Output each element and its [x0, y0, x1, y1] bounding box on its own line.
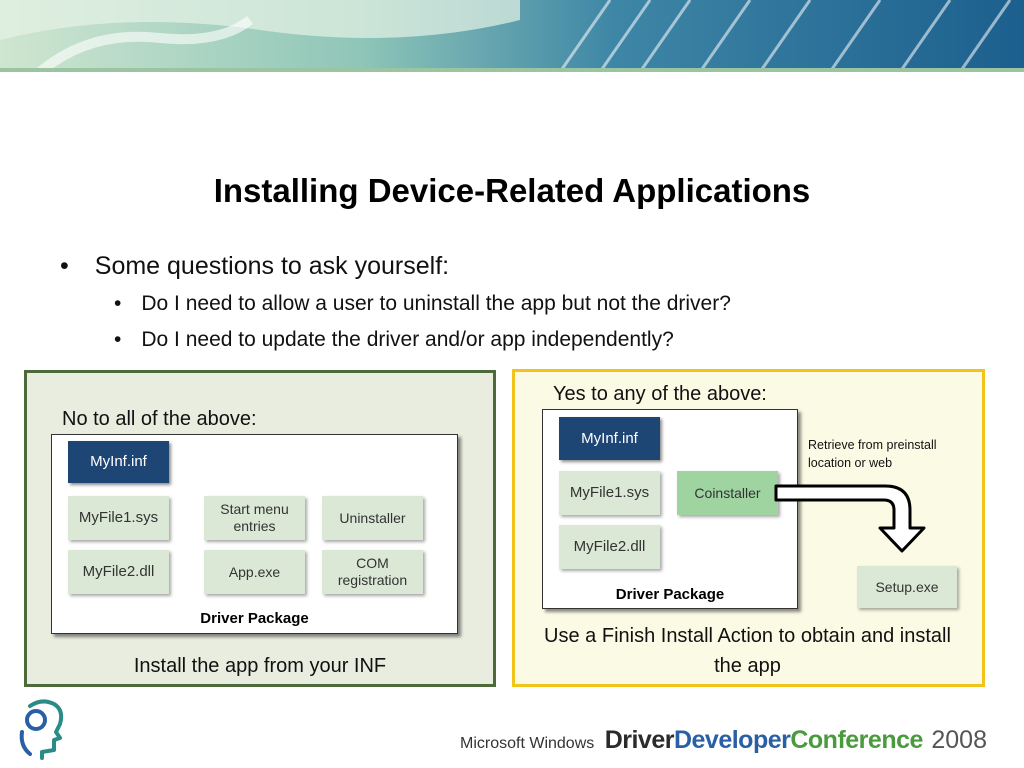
head-with-gear-logo: [19, 699, 64, 760]
right-sys-tile: MyFile1.sys: [559, 471, 660, 515]
bullet-dot: •: [60, 252, 69, 280]
footer-conference: Conference: [790, 726, 923, 754]
left-start-menu-tile: Start menu entries: [204, 496, 305, 540]
bullet-sub-text: Do I need to update the driver and/or ap…: [141, 328, 674, 351]
bullet-main-text: Some questions to ask yourself:: [94, 252, 450, 280]
right-package-label: Driver Package: [615, 586, 725, 603]
left-caption: Install the app from your INF: [133, 655, 387, 677]
left-inf-tile: MyInf.inf: [68, 441, 169, 483]
right-dll-tile: MyFile2.dll: [559, 525, 660, 569]
left-uninstaller-tile: Uninstaller: [322, 496, 423, 540]
right-caption: Use a Finish Install Action to obtain an…: [544, 625, 951, 677]
right-coinstaller-tile: Coinstaller: [677, 471, 778, 515]
right-setup-tile: Setup.exe: [857, 566, 957, 608]
footer-microsoft-windows: Microsoft Windows: [460, 735, 595, 752]
bullet-sub-text: Do I need to allow a user to uninstall t…: [141, 292, 731, 315]
right-inf-tile: MyInf.inf: [559, 417, 660, 460]
bullet-dot: •: [114, 292, 122, 315]
bent-arrow-icon: [774, 484, 926, 553]
left-dll-tile: MyFile2.dll: [68, 550, 169, 594]
right-heading: Yes to any of the above:: [553, 383, 767, 405]
footer-driver: Driver: [604, 726, 675, 754]
bullet-dot: •: [114, 328, 122, 351]
bullet-sub-1: • Do I need to allow a user to uninstall …: [114, 292, 731, 316]
footer-year: 2008: [931, 726, 987, 754]
left-app-tile: App.exe: [204, 550, 305, 594]
bullet-main: • Some questions to ask yourself:: [60, 252, 449, 281]
bullet-sub-2: • Do I need to update the driver and/or a…: [114, 328, 674, 352]
retrieve-note: Retrieve from preinstall location or web: [808, 438, 937, 471]
footer-branding: Microsoft Windows DriverDeveloperConfere…: [460, 726, 1020, 760]
left-com-tile: COM registration: [322, 550, 423, 594]
left-package-label: Driver Package: [200, 610, 309, 627]
left-sys-tile: MyFile1.sys: [68, 496, 169, 540]
slide-title: Installing Device-Related Applications: [213, 172, 811, 209]
header-banner: [0, 0, 1024, 72]
left-heading: No to all of the above:: [62, 408, 257, 430]
footer-developer: Developer: [673, 726, 791, 754]
